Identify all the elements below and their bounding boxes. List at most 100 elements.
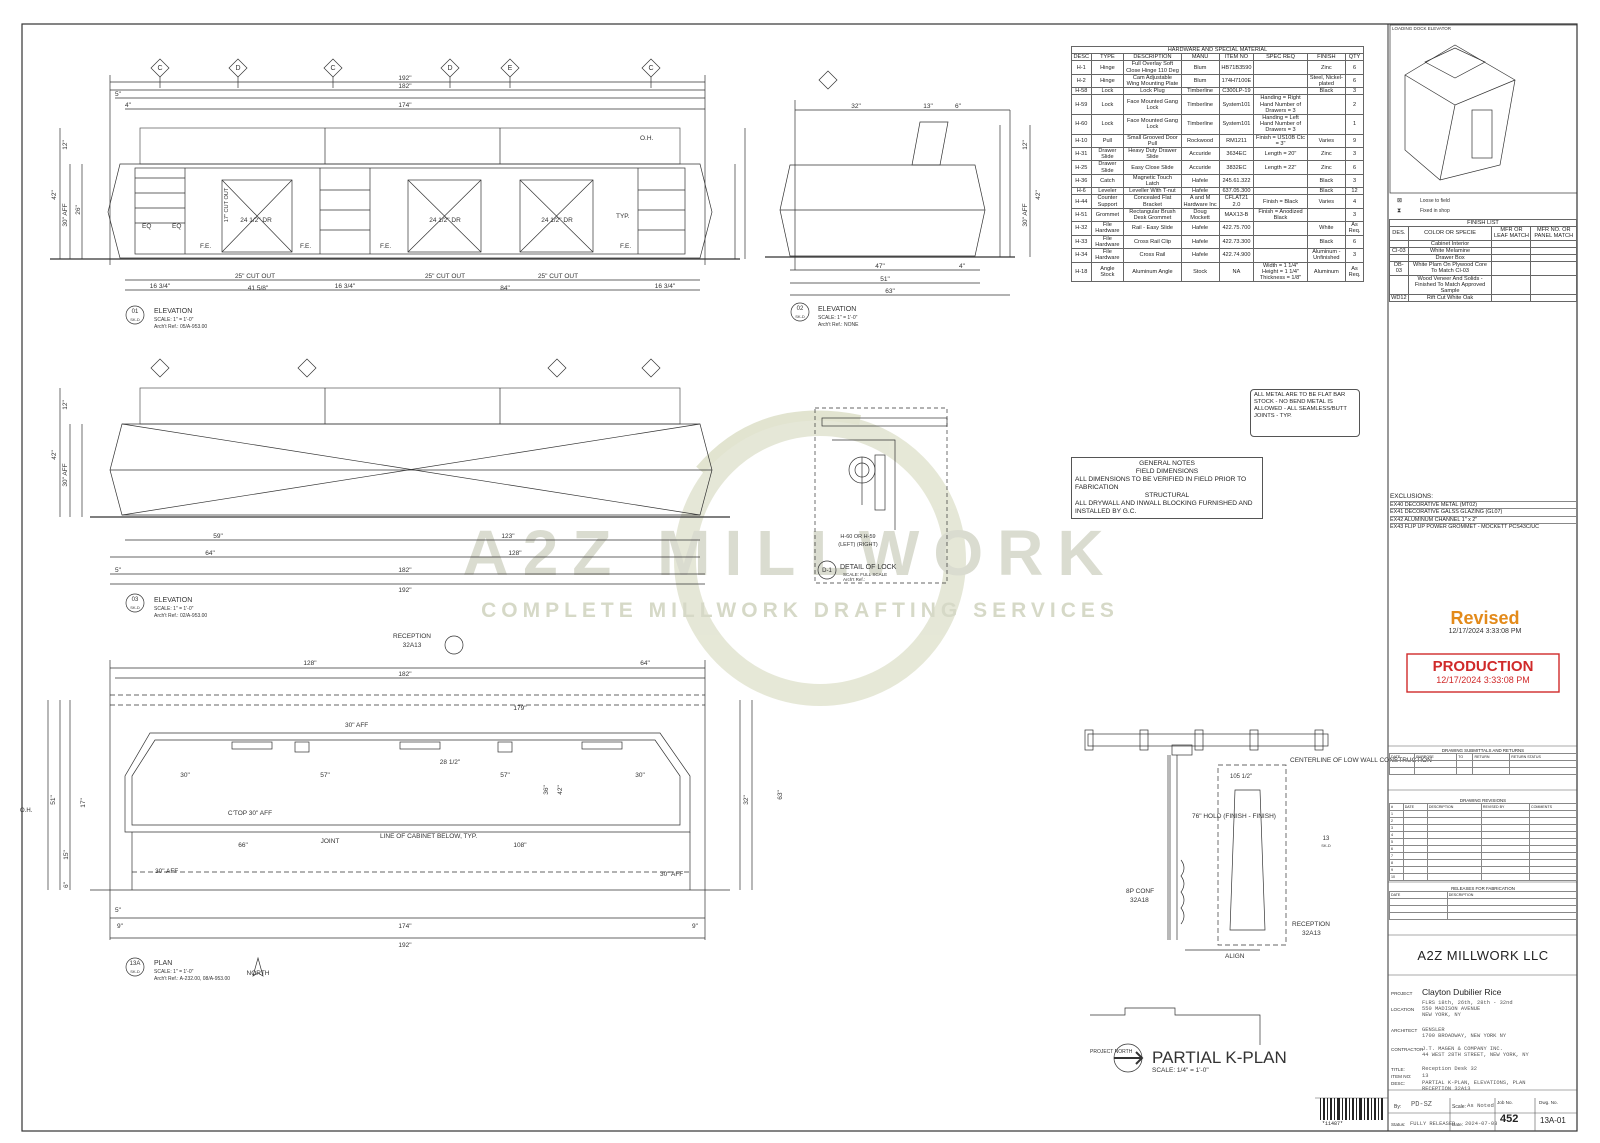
status-value: FULLY RELEASED: [1410, 1121, 1456, 1127]
hardware-cell: 637.05.300: [1218, 187, 1255, 196]
finish-cell: [1491, 239, 1532, 248]
hardware-cell: 422.73.300: [1218, 234, 1255, 250]
label-e1-typ: TYP.: [616, 213, 630, 220]
revised-stamp: Revised 12/17/2024 3:33:08 PM: [1410, 608, 1560, 635]
kplan-tag-ref: SK-D: [1321, 843, 1331, 848]
finish-cell: [1530, 239, 1577, 248]
dim-e1-cut-1: 25" CUT OUT: [235, 273, 275, 280]
hardware-cell: Cross Rail Clip: [1123, 234, 1182, 250]
contractor-label: CONTRACTOR: [1391, 1047, 1424, 1052]
hardware-cell: Pull: [1090, 133, 1125, 149]
plan-reception-room: 32A13: [403, 642, 422, 649]
finish-cell: [1530, 254, 1577, 263]
general-notes: GENERAL NOTES FIELD DIMENSIONS ALL DIMEN…: [1071, 457, 1263, 519]
view-01-tag: 01: [132, 309, 139, 315]
hardware-cell: Hinge: [1090, 60, 1125, 75]
architect-line-2: 1700 BROADWAY, NEW YORK NY: [1422, 1033, 1507, 1039]
title-block-grid: [1315, 745, 1577, 1131]
exclusion-code: EX41: [1390, 509, 1405, 516]
hardware-cell: H-1: [1071, 60, 1092, 75]
exclusion-item: EX42 ALUMINUM CHANNEL 1" x 2": [1390, 515, 1576, 524]
hardware-cell: Length = 22": [1253, 160, 1308, 175]
dim-p-9-right: 9": [692, 923, 699, 930]
hardware-col-2: DESCRIPTION: [1123, 53, 1182, 62]
production-stamp-text: PRODUCTION 12/17/2024 3:33:08 PM: [1407, 658, 1559, 685]
hardware-cell: 422.74.900: [1218, 248, 1255, 263]
hardware-cell: Small Grooved Door Pull: [1123, 133, 1182, 149]
hardware-cell: White: [1306, 221, 1347, 236]
finish-cell: Rift Cut White Oak: [1407, 294, 1493, 303]
dim-e1-b4: 84": [500, 285, 510, 292]
hardware-cell: 6: [1345, 60, 1364, 75]
dim-p-57-left: 57": [320, 772, 330, 779]
finish-cell: DB-03: [1389, 261, 1409, 276]
view-01-title: ELEVATION: [154, 308, 192, 315]
dim-e3-192: 192": [398, 587, 412, 594]
lock-caption-1: H-60 OR H-59: [840, 534, 875, 540]
dim-e3-30: 30" AFF: [62, 463, 69, 486]
plan-north-label: NORTH: [247, 970, 270, 977]
hardware-cell: 3: [1345, 147, 1364, 162]
dim-p-64: 64": [640, 660, 650, 667]
label-p-30aff-left: 30" AFF: [155, 868, 178, 875]
dim-e1-dr-1: 24 1/2" DR: [240, 217, 272, 224]
hardware-cell: 6: [1345, 73, 1364, 89]
hardware-cell: H-60: [1071, 114, 1092, 135]
hardware-cell: Hafele: [1180, 248, 1220, 263]
dim-p-51: 51": [50, 795, 57, 805]
hardware-cell: C300LP-19: [1218, 87, 1255, 96]
hardware-cell: HB71B3590: [1218, 60, 1255, 75]
finish-cell: [1491, 274, 1532, 296]
dim-e3-182: 182": [398, 567, 412, 574]
hardware-cell: Cam Adjustable Wing Mounting Plate: [1123, 73, 1182, 89]
revisions-col: DATE: [1402, 803, 1428, 811]
dim-p-15: 15": [63, 850, 70, 860]
finish-row: Cabinet Interior: [1389, 239, 1577, 248]
revisions-col: REVISED BY: [1480, 803, 1531, 811]
watermark-subtitle: COMPLETE MILLWORK DRAFTING SERVICES: [481, 599, 1119, 622]
dim-e2-63: 63": [885, 288, 895, 295]
section-c-2: C: [330, 65, 335, 72]
hardware-cell: As Req.: [1345, 221, 1364, 236]
hardware-cell: 3: [1345, 207, 1364, 223]
hardware-cell: Drawer Slide: [1090, 160, 1125, 175]
finish-col-2: MFR OR LEAF MATCH: [1491, 226, 1532, 241]
exclusion-desc: DECORATIVE METAL (MT02): [1404, 501, 1478, 508]
hardware-cell: H-18: [1071, 261, 1092, 283]
revised-date: 12/17/2024 3:33:08 PM: [1448, 628, 1522, 635]
k-plan-drawing: [1084, 729, 1329, 1073]
hardware-cell: Catch: [1090, 173, 1125, 189]
hardware-cell: Zinc: [1306, 60, 1347, 75]
dim-p-174: 174": [398, 923, 412, 930]
hardware-col-6: FINISH: [1306, 53, 1347, 62]
legend-fixed-icon: ⧗: [1397, 208, 1401, 214]
hardware-cell: NA: [1218, 261, 1255, 283]
exclusions-block: EXCLUSIONS: EX40 DECORATIVE METAL (MT02)…: [1390, 493, 1576, 531]
hardware-cell: Face Mounted Gang Lock: [1123, 94, 1182, 116]
hardware-cell: Concealed Flat Bracket: [1123, 194, 1182, 209]
dim-e2-6: 6": [955, 103, 962, 110]
view-03-archref: Arch't Ref.: 02/A-953.00: [154, 613, 207, 619]
submittals-col: RETURN: [1472, 753, 1511, 761]
production-stamp: [1406, 653, 1560, 693]
hardware-cell: [1306, 94, 1347, 116]
contractor-line-2: 44 WEST 28TH STREET, NEW YORK, NY: [1422, 1052, 1529, 1058]
architect-label: ARCHITECT: [1391, 1028, 1418, 1033]
hardware-cell: 3: [1345, 248, 1364, 263]
finish-cell: Drawer Box: [1407, 254, 1493, 263]
elevation-01-drawing: [50, 58, 746, 291]
dim-e1-b5: 16 3/4": [655, 283, 676, 290]
dim-p-6: 6": [63, 881, 70, 888]
hardware-cell: Hafele: [1180, 234, 1220, 250]
dim-p-66: 66": [238, 842, 248, 849]
label-p-oh: O.H.: [20, 808, 33, 814]
hardware-cell: Zinc: [1306, 160, 1347, 175]
